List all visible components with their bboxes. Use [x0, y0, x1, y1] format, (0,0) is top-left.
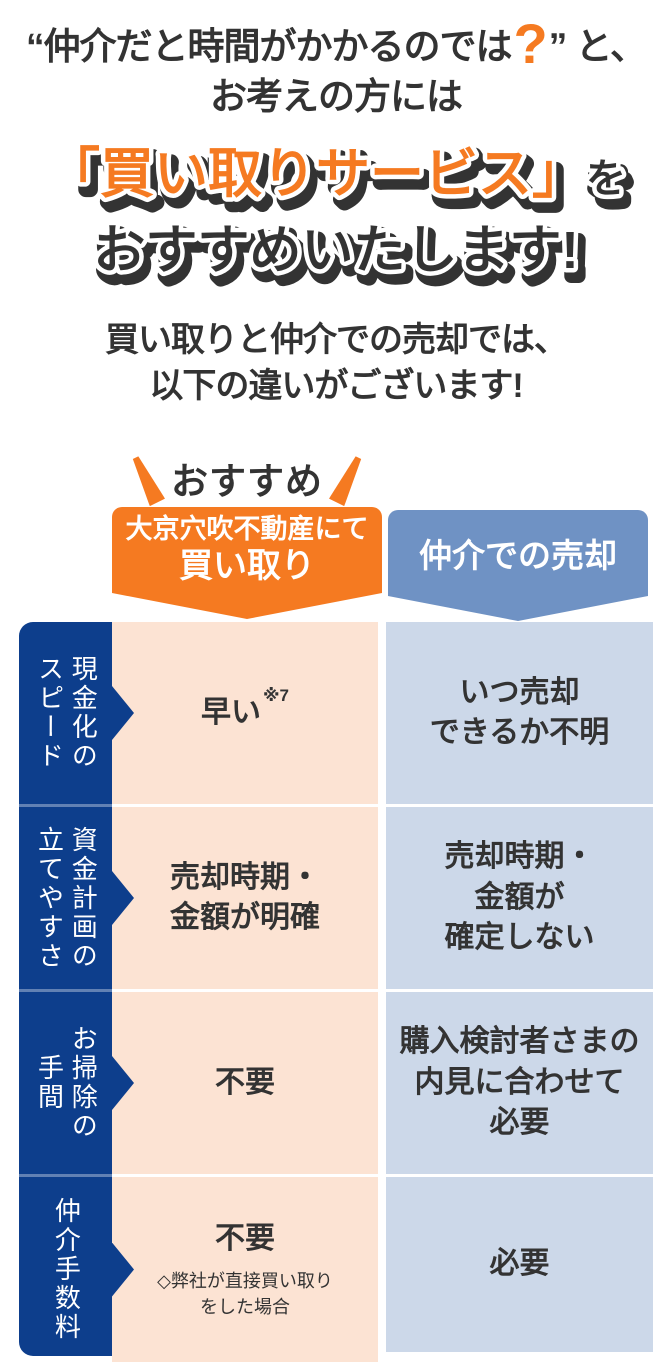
row-label-text: 資金計画の 立てやすさ: [34, 825, 99, 971]
row-label: お掃除の 手間: [19, 992, 112, 1177]
recommend-badge: おすすめ: [112, 452, 382, 504]
row-label-text: お掃除の 手間: [34, 1025, 99, 1141]
row-label: 現金化の スピード: [19, 622, 112, 807]
header-buyout-line2: 買い取り: [179, 546, 315, 585]
subtitle-line2: 以下の違いがございます!: [149, 366, 523, 405]
row-label-text: 仲介手数料: [51, 1197, 82, 1342]
intro-line1-prefix: “仲介だと時間がかかるのでは: [25, 26, 512, 67]
emphasis-slash-left-icon: [128, 454, 165, 506]
cell-buyout: 不要 ◇弊社が直接買い取り をした場合: [112, 1177, 378, 1362]
cell-buyout-value: 不要: [215, 1222, 275, 1256]
cell-buyout-note: ◇弊社が直接買い取り をした場合: [157, 1270, 333, 1317]
cell-buyout-value: 不要: [215, 1065, 275, 1099]
subtitle-line1: 買い取りと仲介での売却では、: [105, 321, 568, 359]
banner-line2: おすすめいたします!: [93, 222, 578, 280]
cell-brokerage-value: 売却時期・ 金額が 確定しない: [444, 840, 595, 955]
header-buyout-body: 大京穴吹不動産にて 買い取り: [112, 507, 382, 593]
header-buyout: 大京穴吹不動産にて 買い取り: [112, 507, 382, 619]
cell-buyout: 売却時期・ 金額が明確: [112, 807, 378, 992]
banner-shadow-line2: おすすめいたします!: [98, 230, 583, 288]
comparison-table: 現金化の スピード 早い※7 いつ売却 できるか不明 資金計画の 立てやすさ 売…: [19, 622, 653, 1362]
cell-brokerage: いつ売却 できるか不明: [386, 622, 653, 807]
banner-text-layer: 「買い取りサービス」を おすすめいたします!: [42, 140, 631, 285]
banner-shadow-line1: 「買い取りサービス」を: [51, 152, 631, 212]
intro-line1-suffix: ” と、: [548, 26, 647, 67]
table-row-funding-plan: 資金計画の 立てやすさ 売却時期・ 金額が明確 売却時期・ 金額が 確定しない: [19, 807, 653, 992]
banner-highlight-text: 「買い取りサービス」: [46, 144, 586, 204]
row-label-text: 現金化の スピード: [34, 655, 99, 771]
banner-line1: 「買い取りサービス」を: [46, 144, 626, 204]
cell-brokerage-value: 必要: [489, 1247, 550, 1281]
header-brokerage: 仲介での売却: [388, 510, 648, 621]
footnote-marker: ※7: [263, 685, 289, 705]
header-brokerage-body: 仲介での売却: [388, 510, 648, 596]
subtitle: 買い取りと仲介での売却では、 以下の違いがございます!: [0, 318, 672, 410]
row-label: 資金計画の 立てやすさ: [19, 807, 112, 992]
table-row-brokerage-fee: 仲介手数料 不要 ◇弊社が直接買い取り をした場合 必要: [19, 1177, 653, 1362]
intro-line1: “仲介だと時間がかかるのでは?” と、: [0, 16, 672, 72]
recommend-label: おすすめ: [171, 461, 323, 502]
header-buyout-pointer: [112, 593, 382, 619]
row-label: 仲介手数料: [19, 1177, 112, 1362]
intro-heading: “仲介だと時間がかかるのでは?” と、 お考えの方には: [0, 16, 672, 122]
banner-shadow-layer: 「買い取りサービス」を おすすめいたします!: [44, 145, 638, 295]
cell-buyout: 不要: [112, 992, 378, 1177]
cell-brokerage: 購入検討者さまの 内見に合わせて 必要: [386, 992, 653, 1177]
cell-brokerage-value: 購入検討者さまの 内見に合わせて 必要: [399, 1025, 640, 1140]
cell-brokerage: 必要: [386, 1177, 653, 1362]
banner-particle-text: を: [586, 157, 626, 201]
question-mark: ?: [513, 12, 547, 75]
table-row-cash-speed: 現金化の スピード 早い※7 いつ売却 できるか不明: [19, 622, 653, 807]
header-brokerage-pointer: [388, 596, 648, 621]
table-row-cleaning-effort: お掃除の 手間 不要 購入検討者さまの 内見に合わせて 必要: [19, 992, 653, 1177]
header-buyout-line1: 大京穴吹不動産にて: [125, 514, 369, 545]
cell-buyout: 早い※7: [112, 622, 378, 807]
cell-buyout-value: 早い※7: [201, 685, 289, 729]
cell-brokerage: 売却時期・ 金額が 確定しない: [386, 807, 653, 992]
emphasis-slash-right-icon: [329, 454, 366, 506]
main-banner: 「買い取りサービス」を おすすめいたします! 「買い取りサービス」を おすすめい…: [42, 140, 639, 296]
cell-buyout-value: 売却時期・ 金額が明確: [170, 860, 320, 935]
header-brokerage-label: 仲介での売却: [419, 537, 617, 574]
intro-line2: お考えの方には: [210, 75, 463, 117]
cell-brokerage-value: いつ売却 できるか不明: [429, 675, 610, 750]
